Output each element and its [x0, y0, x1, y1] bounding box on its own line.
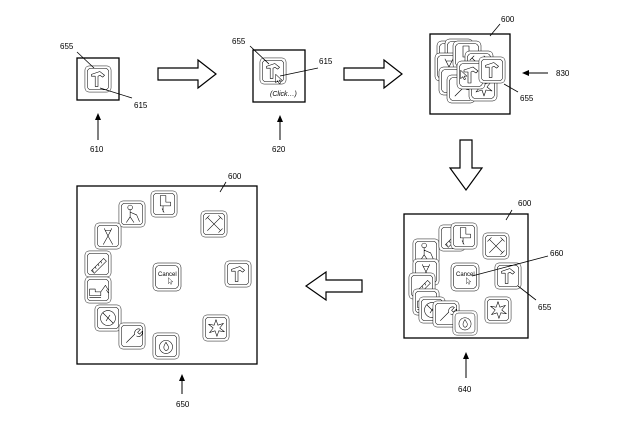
label-610: 610 — [90, 145, 104, 154]
excavator-icon — [84, 276, 112, 304]
cancel-label: Cancel — [158, 272, 177, 278]
cancel-label: Cancel — [456, 272, 475, 278]
pliers-icon — [94, 222, 122, 250]
worker-icon — [118, 200, 146, 228]
label-655: 655 — [538, 303, 552, 312]
hammer-icon — [224, 260, 252, 288]
spark-icon — [484, 296, 512, 324]
wrench-icon — [118, 322, 146, 350]
arrow-left-icon — [304, 270, 363, 302]
label-650: 650 — [176, 400, 190, 409]
cancel-button[interactable]: Cancel — [450, 262, 480, 292]
label-615: 615 — [134, 101, 148, 110]
click-label: (Click…) — [270, 91, 297, 98]
label-830: 830 — [556, 69, 570, 78]
arrow-right-icon — [157, 58, 217, 90]
label-640: 640 — [458, 385, 472, 394]
tools-icon — [200, 210, 228, 238]
fig-830: 600 830 655 — [429, 15, 570, 115]
spark-icon — [202, 314, 230, 342]
fire-icon — [152, 332, 180, 360]
fig-610: 655 615 610 — [60, 42, 148, 154]
label-600: 600 — [518, 199, 532, 208]
label-600: 600 — [501, 15, 515, 24]
faucet-icon — [450, 222, 478, 250]
hammer-icon — [84, 65, 112, 93]
faucet-icon — [150, 190, 178, 218]
fig-640: Cancel 600 660 655 640 — [403, 199, 564, 394]
fig-650: Cancel 600 650 — [76, 172, 258, 409]
saw-icon — [84, 250, 112, 278]
cancel-button[interactable]: Cancel — [152, 262, 182, 292]
tools-icon — [482, 232, 510, 260]
label-620: 620 — [272, 145, 286, 154]
arrow-right-icon — [343, 58, 403, 90]
label-660: 660 — [550, 249, 564, 258]
label-655: 655 — [232, 37, 246, 46]
label-655: 655 — [60, 42, 74, 51]
arrow-down-icon — [448, 139, 484, 192]
fire-icon — [452, 310, 478, 336]
no-sign-icon — [94, 304, 122, 332]
label-600: 600 — [228, 172, 242, 181]
label-615: 615 — [319, 57, 333, 66]
label-655: 655 — [520, 94, 534, 103]
fig-620: 655 615 (Click…) 620 — [232, 37, 333, 154]
